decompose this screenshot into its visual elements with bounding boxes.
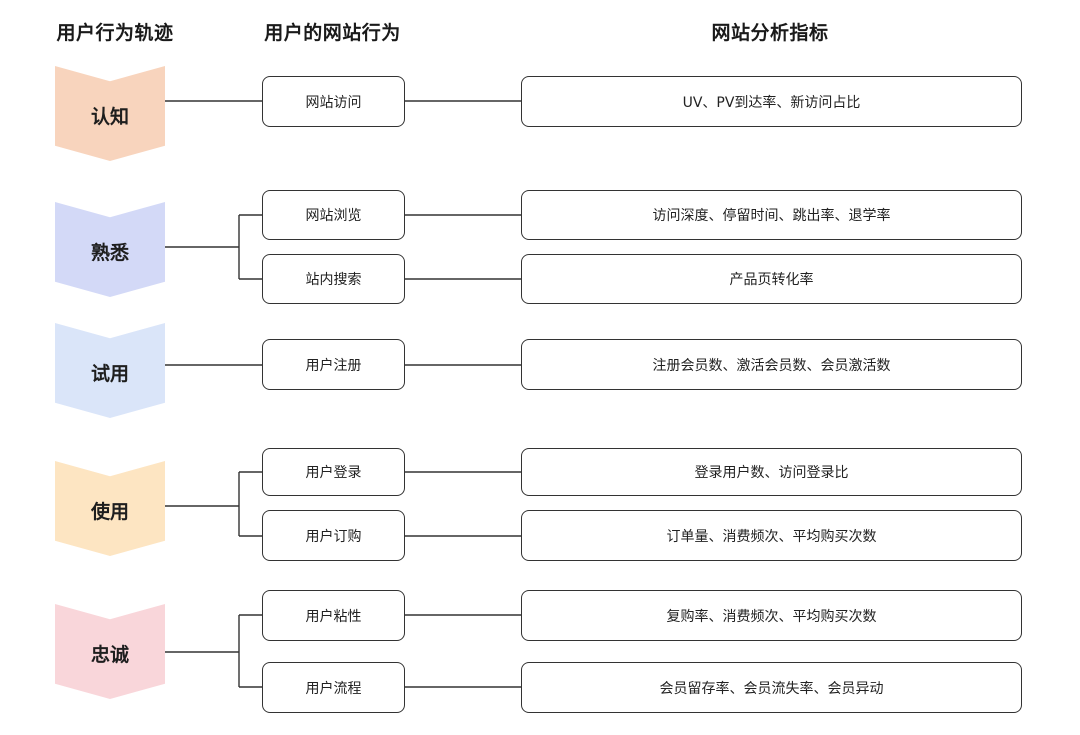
metrics-box: 产品页转化率: [521, 254, 1022, 304]
stage-trial: 试用: [55, 323, 165, 418]
behavior-box-site-search: 站内搜索: [262, 254, 405, 304]
behavior-box-register: 用户注册: [262, 339, 405, 390]
stage-label: 认知: [90, 106, 129, 128]
header-website-behavior: 用户的网站行为: [264, 22, 401, 44]
metrics-box: 复购率、消费频次、平均购买次数: [521, 590, 1022, 641]
behavior-box-site-visit: 网站访问: [262, 76, 405, 127]
stage-label: 忠诚: [90, 644, 129, 666]
header-user-journey: 用户行为轨迹: [56, 22, 174, 44]
stage-usage: 使用: [55, 461, 165, 556]
stage-label: 熟悉: [90, 242, 129, 264]
metrics-box: 订单量、消费频次、平均购买次数: [521, 510, 1022, 561]
behavior-box-login: 用户登录: [262, 448, 405, 496]
stage-familiarity: 熟悉: [55, 202, 165, 297]
metrics-box: 访问深度、停留时间、跳出率、退学率: [521, 190, 1022, 240]
metrics-box: UV、PV到达率、新访问占比: [521, 76, 1022, 127]
behavior-box-stickiness: 用户粘性: [262, 590, 405, 641]
stage-label: 使用: [90, 501, 129, 523]
stage-awareness: 认知: [55, 66, 165, 161]
stage-loyalty: 忠诚: [55, 604, 165, 699]
behavior-box-site-browse: 网站浏览: [262, 190, 405, 240]
metrics-box: 会员留存率、会员流失率、会员异动: [521, 662, 1022, 713]
metrics-box: 注册会员数、激活会员数、会员激活数: [521, 339, 1022, 390]
metrics-box: 登录用户数、访问登录比: [521, 448, 1022, 496]
behavior-box-order: 用户订购: [262, 510, 405, 561]
behavior-box-process: 用户流程: [262, 662, 405, 713]
stage-label: 试用: [90, 363, 129, 385]
header-analysis-metrics: 网站分析指标: [711, 22, 829, 44]
